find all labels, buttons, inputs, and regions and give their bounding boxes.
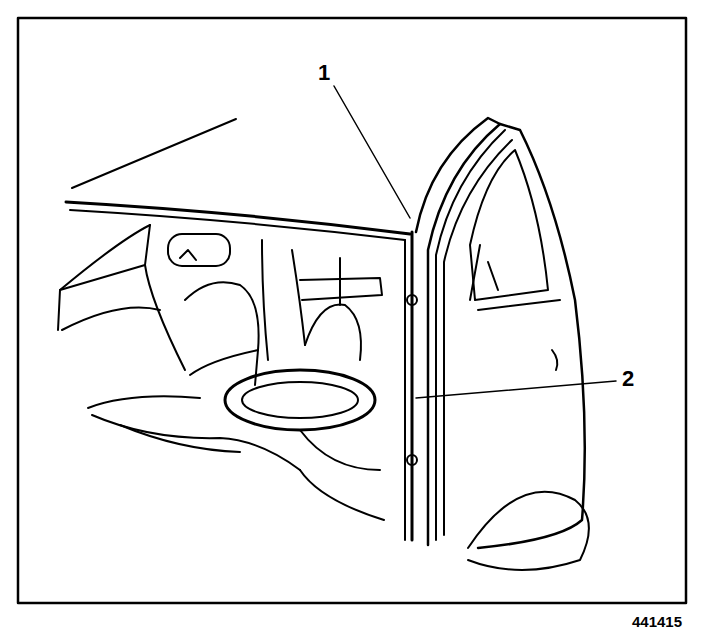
seat-belt-c (339, 258, 341, 305)
pillar-inner (404, 240, 406, 540)
far-door (58, 225, 150, 330)
far-pillar (145, 265, 185, 370)
header-inner (70, 210, 405, 240)
rearview-mirror (168, 234, 230, 266)
callout-number: 1 (318, 62, 330, 84)
figure-number: 441415 (632, 614, 682, 629)
hinge (407, 295, 417, 305)
windshield-header (66, 202, 410, 234)
sill-line (300, 470, 384, 520)
roof-line (72, 119, 236, 188)
steering-wheel (225, 370, 375, 430)
steering-column (300, 430, 380, 470)
floor-mat-inner (120, 425, 240, 452)
door-edge (416, 118, 500, 545)
seat-left-edge (190, 350, 258, 375)
hinge (407, 455, 417, 465)
far-window (60, 225, 150, 290)
seat-belt-a (262, 240, 268, 360)
door-handle (552, 350, 557, 370)
leader-line (334, 86, 410, 218)
door-outer (478, 124, 585, 548)
weatherstrip-inner (444, 140, 512, 535)
window-divider (470, 245, 480, 300)
far-trim (62, 308, 160, 331)
belt-line (478, 300, 560, 310)
door-lower (468, 492, 589, 570)
window-detail (488, 262, 498, 290)
steering-wheel-inner (242, 382, 358, 418)
seat-right (305, 305, 361, 361)
mirror-mount (180, 250, 196, 260)
leader-line (416, 381, 616, 398)
door-window (470, 150, 548, 300)
floor-line (88, 396, 200, 408)
seat-left (185, 282, 259, 385)
seat-belt-b (292, 250, 305, 345)
door-opening-edge (411, 232, 414, 540)
callout-number: 2 (622, 368, 634, 390)
frame-border (18, 18, 686, 603)
floor-mat (92, 415, 300, 470)
